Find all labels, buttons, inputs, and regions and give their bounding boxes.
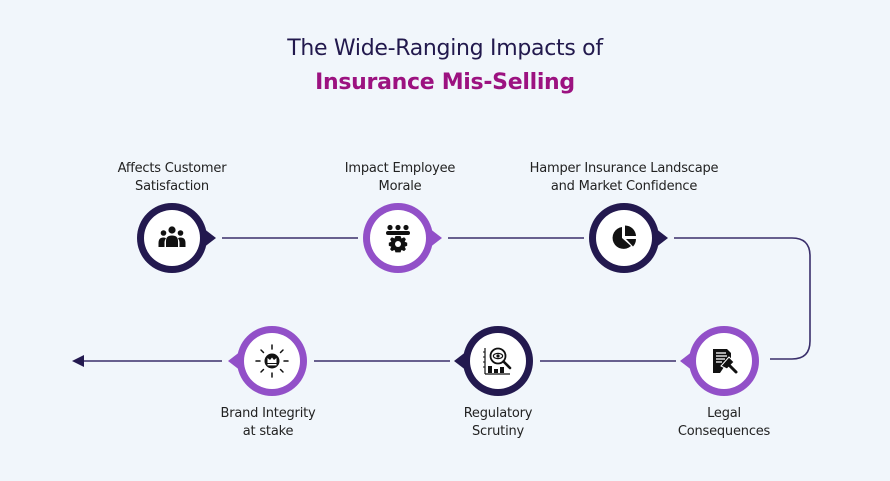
step-label-1: Affects Customer Satisfaction — [62, 160, 282, 196]
connector-3-4 — [674, 237, 811, 360]
step-label-5-line-1: Regulatory — [463, 406, 533, 421]
pointer-right-icon — [655, 228, 668, 248]
step-label-3-line-1: Hamper Insurance Landscape — [529, 161, 719, 176]
step-label-1-line-2: Satisfaction — [135, 179, 209, 194]
step-label-5: Regulatory Scrutiny — [388, 405, 608, 441]
step-label-2-line-1: Impact Employee — [344, 161, 456, 176]
legal-document-gavel-icon — [713, 349, 738, 374]
step-label-3: Hamper Insurance Landscape and Market Co… — [514, 160, 734, 196]
step-label-2: Impact Employee Morale — [290, 160, 510, 196]
step-node-2 — [363, 203, 442, 273]
step-label-6-line-1: Brand Integrity — [220, 406, 316, 421]
step-label-4: Legal Consequences — [614, 405, 834, 441]
step-node-4 — [680, 326, 759, 396]
end-arrowhead-icon — [72, 355, 84, 367]
pointer-right-icon — [429, 228, 442, 248]
step-label-3-line-2: and Market Confidence — [550, 179, 698, 194]
pointer-right-icon — [203, 228, 216, 248]
team-gear-icon — [386, 224, 410, 253]
step-label-6-line-2: at stake — [242, 424, 294, 439]
connectors — [80, 237, 811, 362]
step-label-6: Brand Integrity at stake — [158, 405, 378, 441]
title-line-1: The Wide-Ranging Impacts of — [287, 36, 603, 61]
pie-chart-icon — [612, 225, 636, 249]
magnifier-eye-chart-icon — [483, 347, 512, 375]
people-group-icon — [158, 226, 186, 247]
title-line-2: Insurance Mis-Selling — [315, 70, 575, 95]
step-node-3 — [589, 203, 668, 273]
step-node-6 — [228, 326, 307, 396]
pointer-left-icon — [680, 351, 693, 371]
step-node-5 — [454, 326, 533, 396]
step-label-2-line-2: Morale — [378, 179, 422, 194]
pointer-left-icon — [228, 351, 241, 371]
pointer-left-icon — [454, 351, 467, 371]
step-label-1-line-1: Affects Customer — [117, 161, 227, 176]
step-label-4-line-1: Legal — [707, 406, 741, 421]
step-label-4-line-2: Consequences — [677, 424, 771, 439]
step-node-1 — [137, 203, 216, 273]
brand-crown-shine-icon — [255, 344, 289, 378]
step-label-5-line-2: Scrutiny — [471, 424, 525, 439]
